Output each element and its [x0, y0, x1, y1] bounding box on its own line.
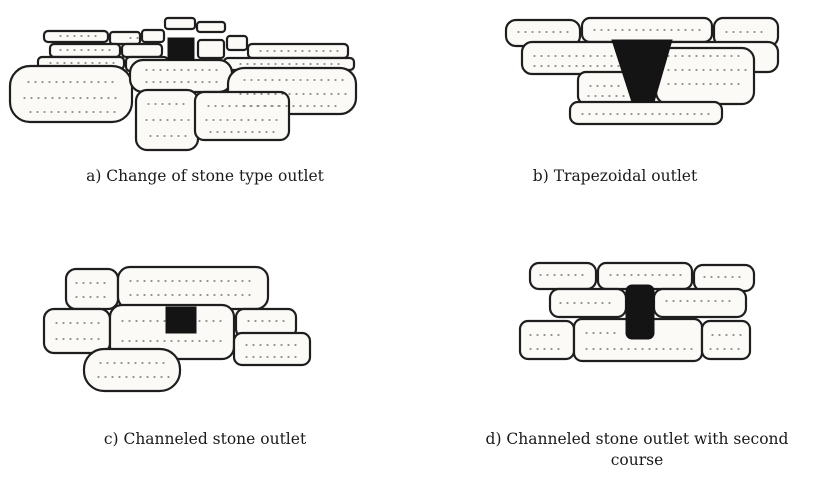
stone — [108, 30, 142, 46]
stone — [692, 263, 756, 293]
figure-b-stones — [504, 16, 780, 126]
stone — [116, 265, 270, 311]
stone — [8, 64, 134, 124]
figure-a-caption: a) Change of stone type outlet — [86, 167, 324, 185]
stone — [42, 307, 112, 355]
outlet-opening — [611, 39, 673, 103]
stone — [246, 42, 350, 60]
stone — [518, 319, 576, 361]
figure-c-caption: c) Channeled stone outlet — [103, 430, 307, 448]
stone — [700, 319, 752, 361]
stone — [120, 42, 164, 59]
outlet-opening — [167, 37, 195, 61]
stone — [128, 58, 234, 94]
stone — [64, 267, 120, 311]
stone — [42, 29, 110, 44]
stone — [528, 261, 598, 291]
outlet-opening — [625, 284, 655, 340]
figure-a-stones — [8, 16, 358, 152]
stone — [225, 34, 249, 52]
figure-a: a) Change of stone type outlet — [0, 0, 410, 230]
stone — [140, 28, 166, 44]
figure-b: b) Trapezoidal outlet — [410, 0, 820, 230]
stone — [232, 331, 312, 367]
stone — [193, 90, 291, 142]
stone — [195, 20, 227, 34]
stone — [82, 347, 182, 393]
figure-c-drawing — [42, 265, 312, 393]
figure-b-caption: b) Trapezoidal outlet — [532, 167, 698, 185]
figure-a-drawing — [8, 16, 358, 152]
figure-d-drawing — [518, 261, 756, 363]
figure-d-stones — [518, 261, 756, 363]
stone — [568, 100, 724, 126]
stone — [652, 287, 748, 319]
figure-c: c) Channeled stone outlet — [0, 245, 410, 489]
figure-d: d) Channeled stone outlet with second co… — [410, 245, 820, 489]
figure-b-drawing — [504, 16, 780, 126]
figure-d-caption: d) Channeled stone outlet with second co… — [485, 430, 789, 469]
stone — [196, 38, 226, 60]
stone — [163, 16, 197, 31]
outlet-opening — [165, 306, 197, 334]
